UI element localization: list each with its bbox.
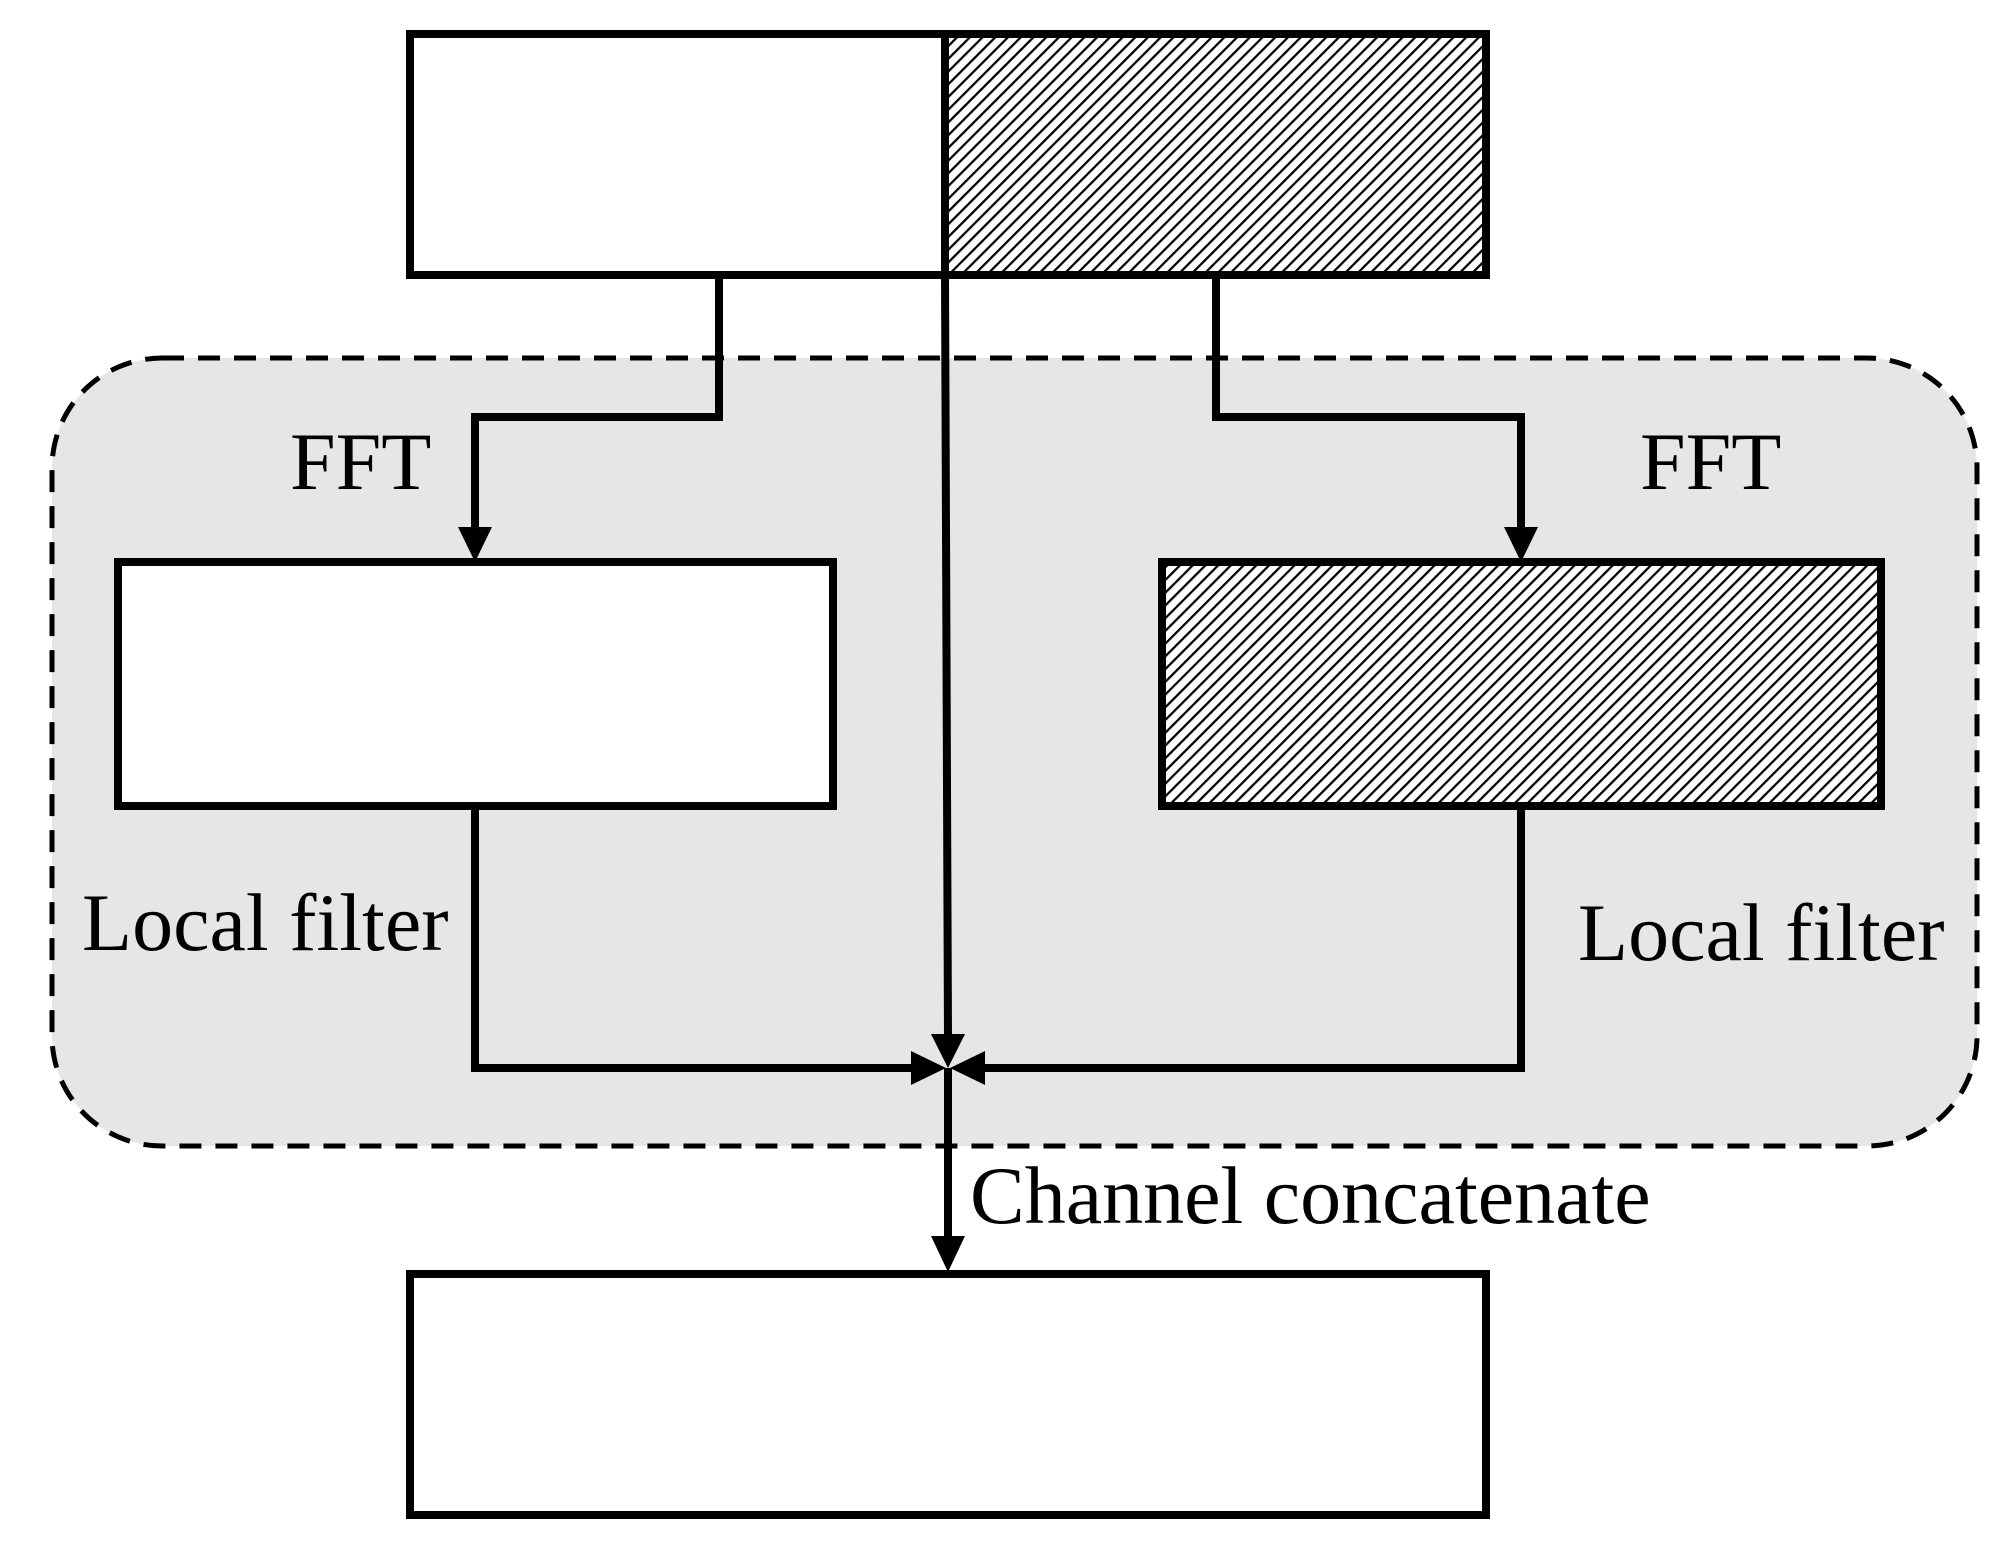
center-skip-wire [941, 274, 952, 1041]
center-merge-arrowhead [931, 1034, 965, 1068]
left-merge-arrowhead [911, 1051, 946, 1085]
local-filter-label-left: Local filter [82, 877, 449, 968]
left-local-filter-wire [471, 806, 915, 1072]
local-filter-label-right: Local filter [1578, 887, 1945, 978]
right-local-filter-wire [982, 806, 1525, 1072]
left-spectral-block [114, 558, 837, 810]
left-fft-wire [471, 275, 723, 532]
right-merge-arrowhead [950, 1051, 985, 1085]
channel-concatenate-label: Channel concatenate [970, 1150, 1651, 1241]
left-fft-arrowhead [458, 527, 492, 562]
right-fft-wire [1212, 275, 1525, 532]
input-block-plain-half [406, 30, 949, 279]
fft-label-right: FFT [1640, 416, 1781, 507]
right-fft-arrowhead [1504, 527, 1538, 562]
input-block-hatched-half [941, 30, 1490, 279]
fft-label-left: FFT [290, 416, 431, 507]
output-arrowhead [931, 1236, 965, 1272]
output-block [406, 1270, 1490, 1519]
right-spectral-block [1158, 558, 1885, 810]
fourier-unit-region [49, 355, 1980, 1149]
